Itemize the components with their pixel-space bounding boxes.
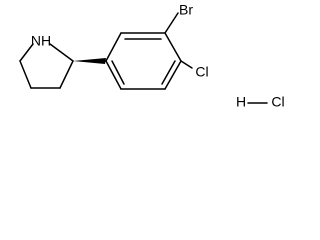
bond-ar3-ar4 <box>164 32 182 62</box>
atom-label-bromine: Br <box>179 2 193 18</box>
atom-label-chlorine-salt: Cl <box>271 94 284 110</box>
bond-ar6-ar1 <box>105 60 122 90</box>
bond-c4-c5 <box>19 60 32 89</box>
structure-canvas: NH Br Cl H Cl <box>0 0 296 120</box>
bond-ar4-ar5 <box>164 60 182 90</box>
atom-label-hydrogen-salt: H <box>236 94 246 110</box>
bond-ar1-ar2 <box>105 32 122 62</box>
bond-ar3-br <box>164 12 179 34</box>
atom-label-nitrogen: NH <box>31 33 51 49</box>
bond-c2-c3 <box>59 60 74 89</box>
bond-ar4-cl <box>180 60 193 69</box>
bond-c5-n <box>19 43 34 62</box>
chemical-structure: NH Br Cl H Cl <box>19 2 285 110</box>
bond-n-c2 <box>49 43 74 62</box>
aromatic-double-bond-3 <box>111 60 125 85</box>
aromatic-double-bond-2 <box>161 60 176 85</box>
atom-label-chlorine-ring: Cl <box>195 64 208 80</box>
stereo-wedge-bond <box>73 58 106 64</box>
